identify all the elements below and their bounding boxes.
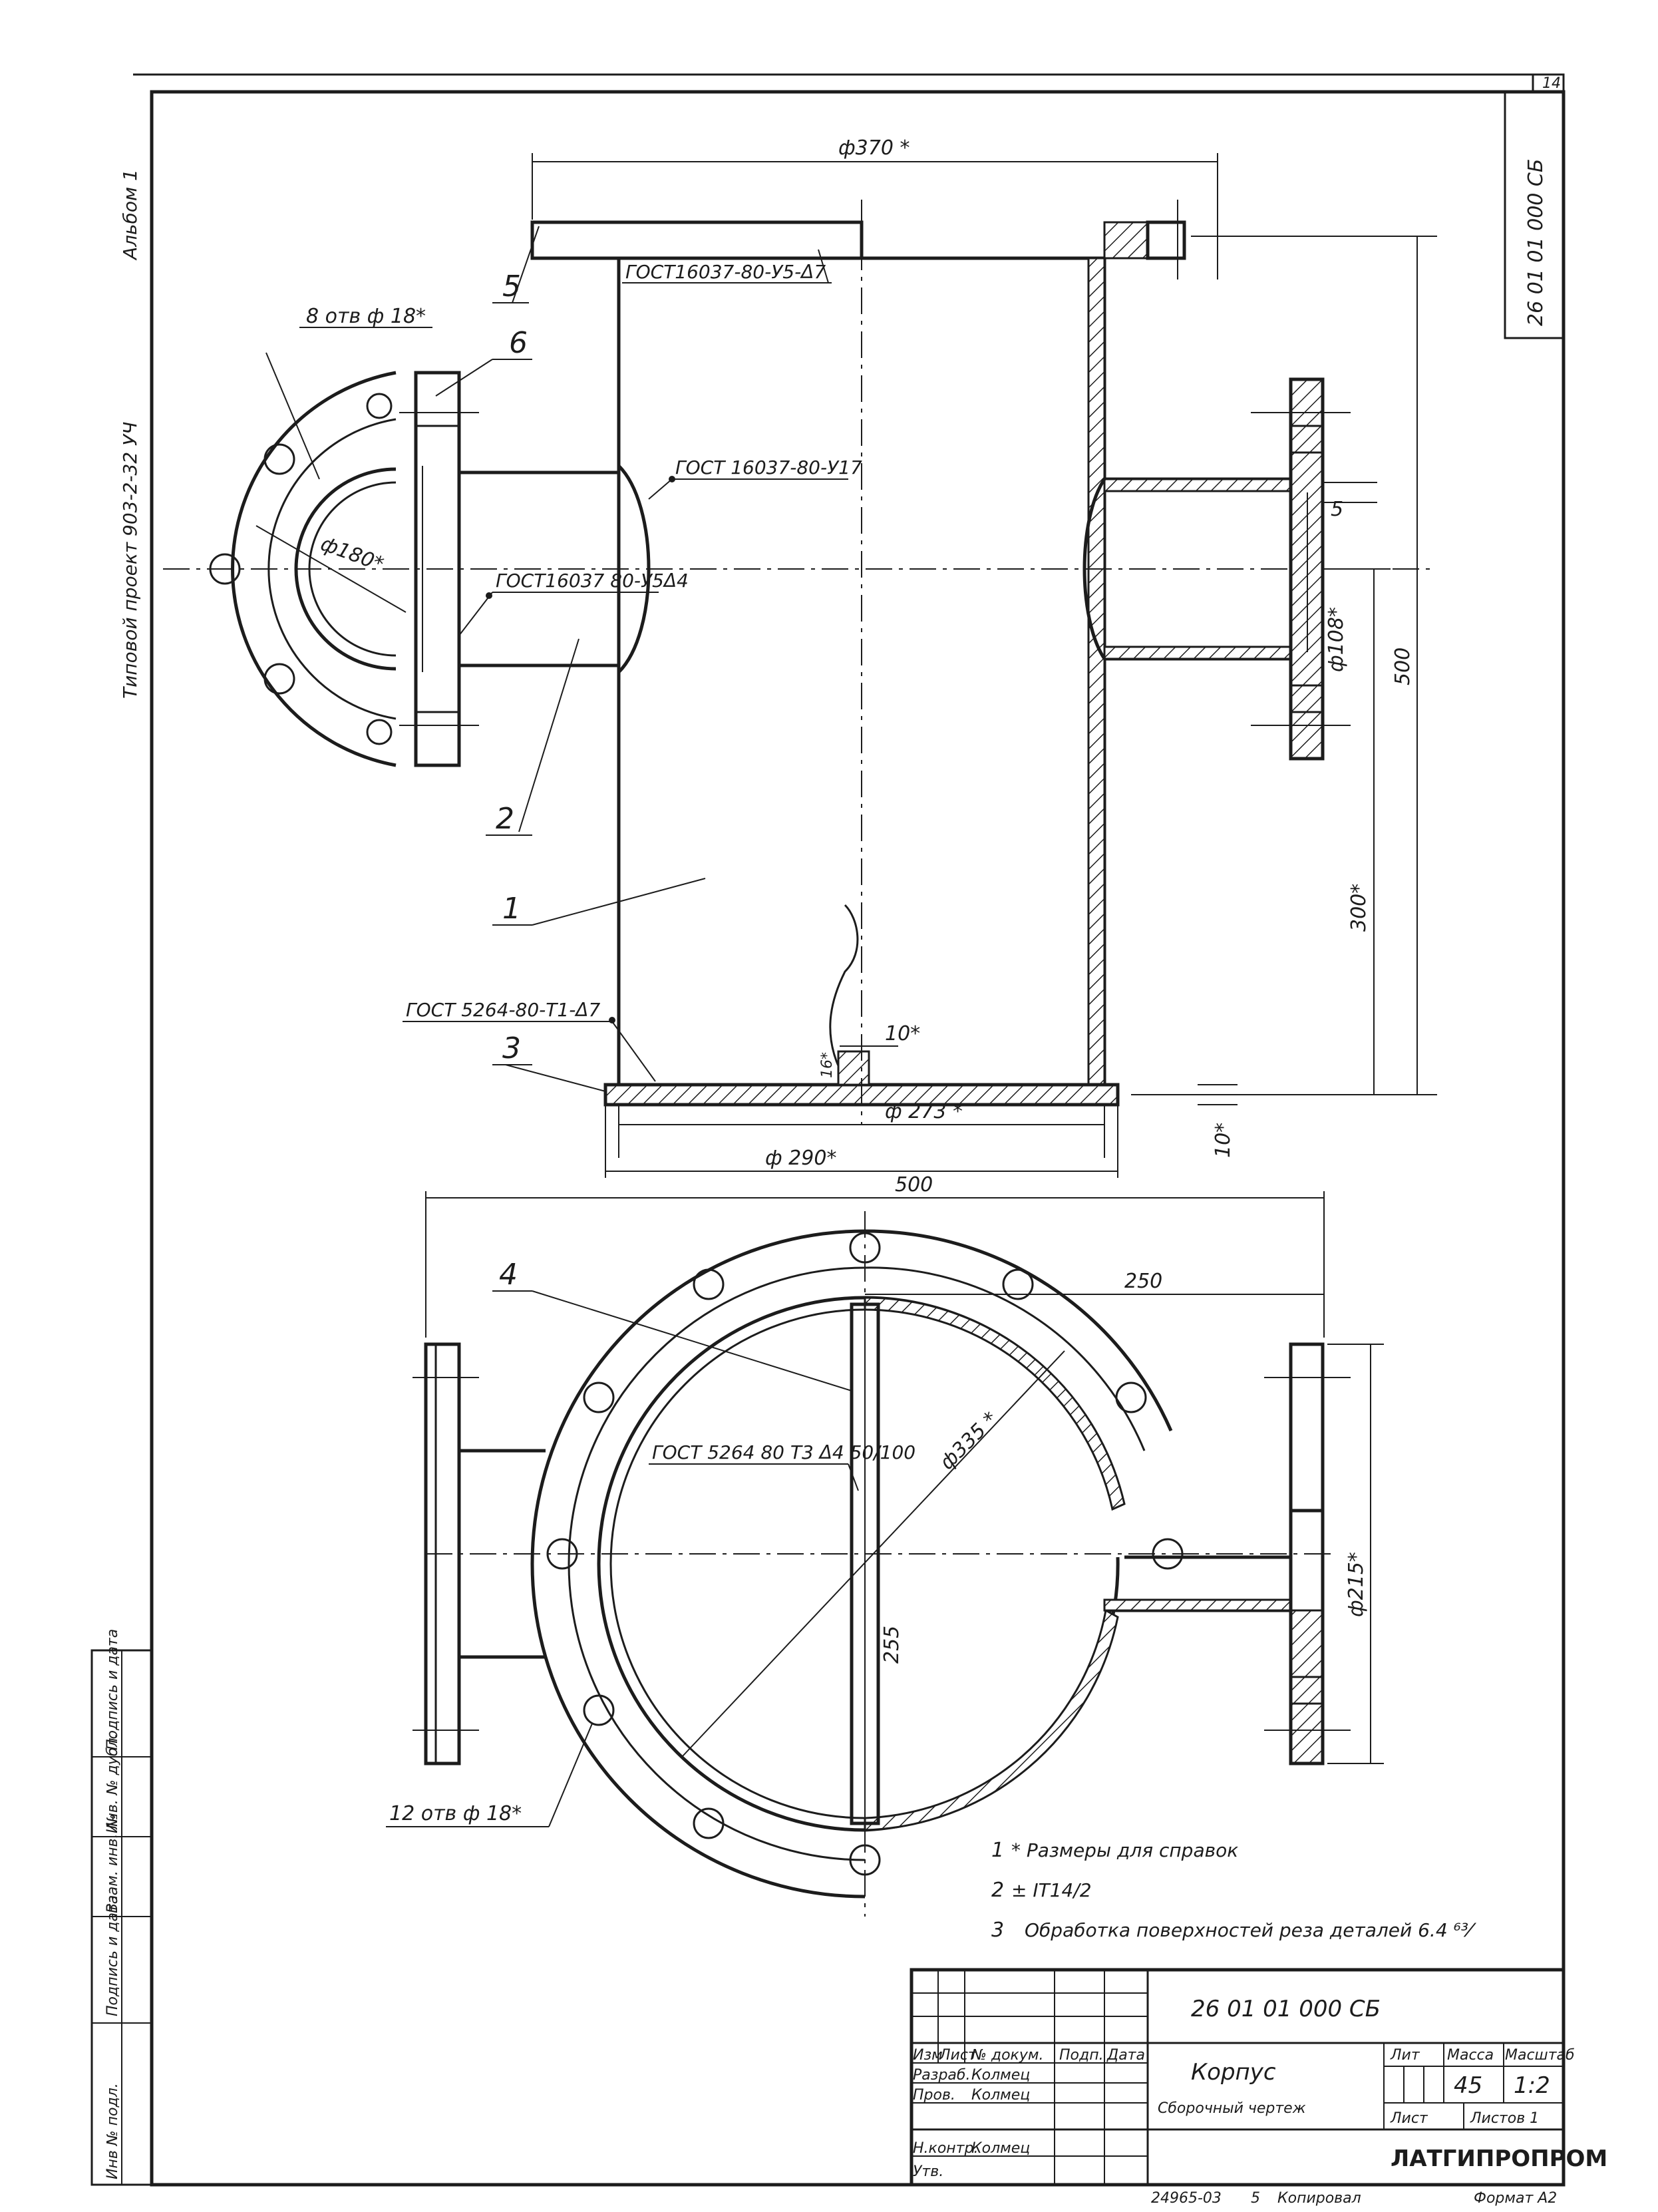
tb-hdr-list: Лист (939, 2047, 977, 2064)
album-stamp: Альбом 1 (119, 169, 141, 261)
weld-2: ГОСТ 16037-80-У17 (675, 457, 862, 478)
note-2-num: 2 (991, 1879, 1004, 1902)
note-1-num: 1 (991, 1839, 1004, 1862)
note-3-num: 3 (991, 1919, 1004, 1942)
footer: 24965-03 5 Копировал Формат А2 (1151, 2190, 1557, 2207)
dim-d370: ф370 * (838, 136, 910, 160)
tb-hdr-podp: Подп. (1059, 2047, 1104, 2064)
tb-hdr-data: Дата (1106, 2047, 1145, 2064)
strip-inv-orig: Инв № подл. (104, 2083, 121, 2179)
dim-s5: 5 (1331, 498, 1343, 521)
technical-notes: 1 * Размеры для справок 2 ± IT14/2 3 Обр… (991, 1839, 1476, 1942)
note-3-text: Обработка поверхностей реза деталей 6.4 … (1025, 1919, 1476, 1941)
dim-h300: 300* (1347, 884, 1371, 932)
tb-sheets-hdr: Листов 1 (1470, 2110, 1539, 2127)
dim-d215: ф215* (1345, 1552, 1368, 1617)
sheet-frame (133, 73, 1566, 2187)
weld-3: ГОСТ16037 80-У5Δ4 (496, 570, 689, 592)
tb-nkontr-role: Н.контр. (913, 2140, 978, 2157)
weld-5: ГОСТ 5264 80 Т3 Δ4 50/100 (652, 1441, 915, 1463)
dim-d335: ф335 * (935, 1407, 1003, 1475)
tb-sheet-hdr: Лист (1390, 2110, 1428, 2127)
strip-sign-date2: Подпись и дата (104, 1629, 121, 1750)
dim-s10: 10* (1212, 1123, 1235, 1158)
footer-copied: Копировал (1277, 2190, 1361, 2207)
tb-name: Корпус (1191, 2059, 1276, 2086)
footer-number: 24965-03 (1151, 2190, 1222, 2207)
title-block: 26 01 01 000 СБ Изм Лист № докум. Подп. … (910, 1968, 1607, 2187)
plan-labels: 4 ГОСТ 5264 80 Т3 Δ4 50/100 12 отв ф 18* (386, 1258, 915, 1827)
tb-nkontr-name: Колмец (971, 2140, 1030, 2157)
corner-doc-code: 26 01 01 000 СБ (1524, 159, 1548, 326)
dim-d108: ф108* (1325, 607, 1348, 672)
tb-hdr-izm: Изм (913, 2047, 943, 2064)
strip-sign-date1: Подпись и дата (104, 1895, 121, 2016)
tb-lit-hdr: Лит (1390, 2047, 1420, 2064)
dim-d180: ф180* (317, 532, 387, 576)
tb-utv-role: Утв. (913, 2163, 943, 2180)
note-1-text: * Размеры для справок (1011, 1839, 1238, 1861)
pos-5: 5 (502, 270, 521, 303)
tb-code: 26 01 01 000 СБ (1191, 1996, 1381, 2022)
dim-s16: 16* (819, 1052, 836, 1078)
corner-sheet-no: 14 (1542, 75, 1561, 92)
tb-prov-role: Пров. (913, 2087, 955, 2104)
plan-view (413, 1211, 1351, 1917)
dim-d273: ф 273 * (885, 1100, 963, 1123)
dim-d290: ф 290* (765, 1147, 836, 1170)
tb-mass-hdr: Масса (1447, 2047, 1494, 2064)
tb-hdr-ndoc: № докум. (971, 2047, 1043, 2064)
left-strip: Подпись и дата Инв. № дубл. Взам. инв. №… (90, 1629, 153, 2186)
pos-1: 1 (502, 892, 521, 926)
front-labels: 5 8 отв ф 18* 6 ГОСТ16037-80-У5-Δ7 ГОСТ … (299, 226, 862, 1092)
note-2-text: ± IT14/2 (1011, 1879, 1092, 1901)
dim-w500: 500 (895, 1173, 933, 1197)
pos-4: 4 (499, 1258, 518, 1292)
holes-top-label: 8 отв ф 18* (306, 305, 426, 328)
tb-org: ЛАТГИПРОПРОМ (1391, 2145, 1607, 2172)
pos-6: 6 (509, 326, 528, 360)
dim-r250: 250 (1124, 1270, 1162, 1293)
tb-razrab-role: Разраб. (913, 2067, 970, 2084)
weld-4: ГОСТ 5264-80-Т1-Δ7 (406, 999, 600, 1021)
front-view (163, 200, 1430, 1125)
dim-l255: 255 (880, 1626, 904, 1664)
pos-2: 2 (496, 802, 514, 836)
footer-format: Формат А2 (1474, 2190, 1557, 2207)
dim-t10: 10* (885, 1022, 920, 1045)
tb-scale: 1:2 (1514, 2072, 1550, 2099)
side-stamp: Типовой проект 903-2-32 УЧ Альбом 1 (119, 169, 141, 699)
strip-inv-dubl: Инв. № дубл. (104, 1733, 121, 1833)
dim-h500: 500 (1391, 647, 1414, 685)
tb-scale-hdr: Масштаб (1505, 2047, 1575, 2064)
tb-razrab-name: Колмец (971, 2067, 1030, 2084)
holes-bottom-label: 12 отв ф 18* (389, 1802, 522, 1825)
weld-1: ГОСТ16037-80-У5-Δ7 (625, 261, 826, 283)
tb-prov-name: Колмец (971, 2087, 1030, 2104)
pos-3: 3 (502, 1031, 521, 1065)
corner-code-box: 26 01 01 000 СБ 14 (1504, 75, 1565, 339)
plan-dimensions: 500 250 ф335 * ф215* 255 (425, 1173, 1384, 1764)
project-stamp: Типовой проект 903-2-32 УЧ (119, 422, 141, 699)
tb-mass: 45 (1454, 2072, 1482, 2099)
footer-page: 5 (1251, 2190, 1260, 2207)
tb-subtitle: Сборочный чертеж (1158, 2100, 1306, 2117)
strip-vzam-inv: Взам. инв. № (104, 1814, 121, 1913)
